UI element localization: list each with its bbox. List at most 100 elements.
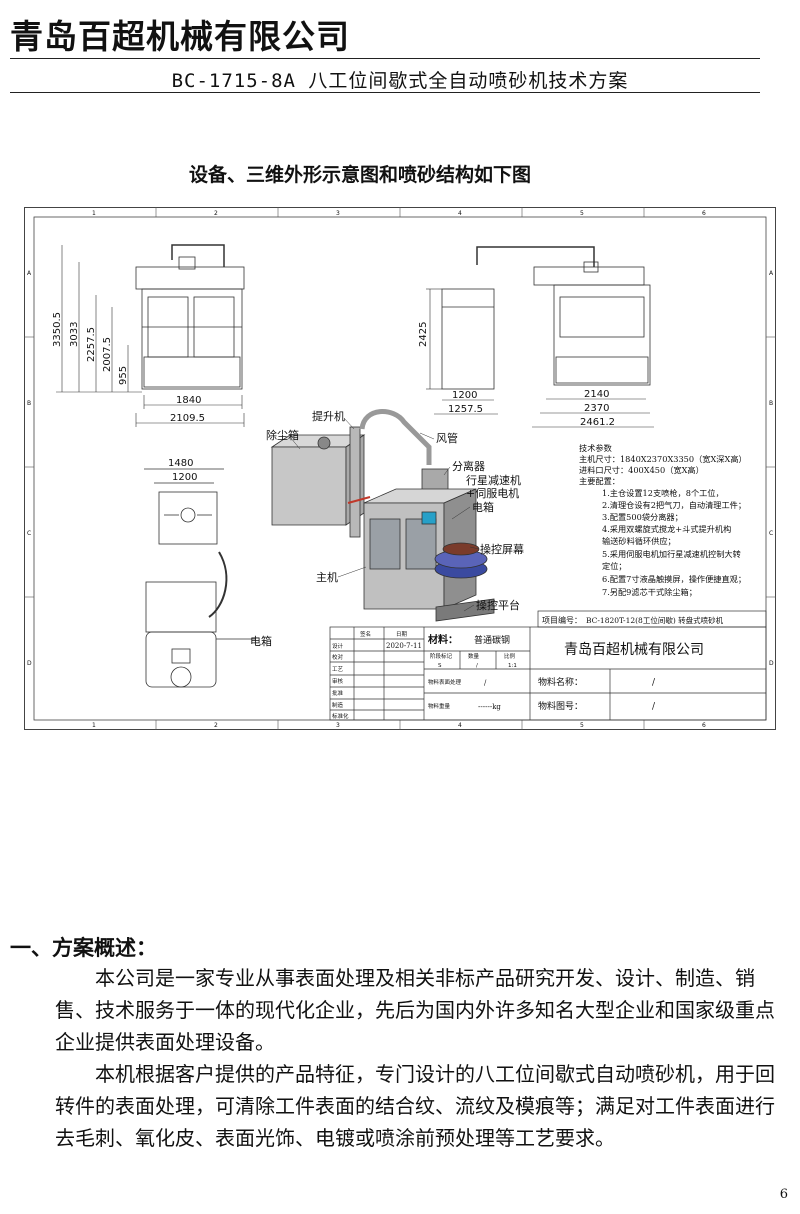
tech-line-10: 定位；: [602, 561, 627, 571]
title-block: [329, 610, 767, 721]
top-view: [144, 468, 224, 545]
tb-company: 青岛百超机械有限公司: [564, 642, 704, 658]
paragraph-machine-intro: 本机根据客户提供的产品特征，专门设计的八工位间歇式自动喷砂机，用于回转件的表面处…: [55, 1062, 775, 1150]
header-rule-top: [10, 58, 760, 59]
paragraph-company-intro: 本公司是一家专业从事表面处理及相关非标产品研究开发、设计、制造、销售、技术服务于…: [55, 966, 775, 1054]
zone-row-C-right: C: [769, 530, 773, 537]
zone-row-C: C: [27, 530, 31, 537]
dim-1257: 1257.5: [448, 404, 483, 415]
zone-ticks: [24, 207, 776, 730]
callout-leaders: [289, 417, 480, 612]
callout-electric-box: 电箱: [472, 500, 494, 514]
callout-electric-box-lower: 电箱: [250, 634, 272, 648]
tech-line-3: 主要配置：: [579, 476, 620, 486]
header-rule-bottom: [10, 92, 760, 93]
tech-line-12: 7.另配9滤芯干式除尘箱；: [602, 587, 697, 597]
tb-surface-value: /: [484, 679, 487, 687]
callout-separator: 分离器: [452, 459, 485, 473]
dim-2461: 2461.2: [580, 417, 615, 428]
tb-date: 2020-7-11: [386, 642, 422, 650]
zone-col-2: 2: [214, 210, 218, 217]
tech-line-9: 5.采用伺服电机加行星减速机控制大转: [602, 549, 741, 559]
zone-col-6-bottom: 6: [702, 722, 706, 729]
company-header: 青岛百超机械有限公司: [10, 17, 350, 56]
zone-col-3-bottom: 3: [336, 722, 340, 729]
tb-scale-value: 1:1: [508, 663, 517, 669]
zone-row-A-right: A: [769, 270, 774, 277]
dim-1840: 1840: [176, 395, 201, 406]
right-view: [476, 246, 651, 386]
tech-line-1: 主机尺寸：1840X2370X3350（宽X深X高）: [579, 454, 747, 464]
callout-reducer: 行星减速机: [466, 473, 521, 487]
dim-2140: 2140: [584, 389, 609, 400]
tb-scale-label: 比例: [504, 652, 516, 660]
dim-2425: 2425: [418, 322, 429, 347]
zone-col-4-bottom: 4: [458, 722, 462, 729]
document-title: BC-1715-8A 八工位间歇式全自动喷砂机技术方案: [171, 70, 629, 92]
tech-line-7: 4.采用双螺旋式搅龙+斗式提升机构: [602, 524, 731, 534]
tb-row-check: 校对: [332, 653, 344, 661]
tb-surface-label: 物料表面处理: [428, 678, 462, 686]
side-view: [441, 288, 495, 390]
tb-stage-value: S: [438, 663, 442, 669]
tb-drawing-value: /: [652, 702, 656, 712]
tb-drawing-label: 物料图号：: [538, 700, 583, 712]
zone-col-3: 3: [336, 210, 340, 217]
page-number: 6: [779, 1187, 788, 1202]
tb-row-process: 工艺: [332, 666, 344, 673]
dim-2109: 2109.5: [170, 413, 205, 424]
callout-elevator: 提升机: [312, 409, 345, 423]
callout-dust-box: 除尘箱: [266, 428, 299, 442]
zone-col-4: 4: [458, 210, 462, 217]
tb-name-label: 物料名称：: [538, 676, 583, 688]
dim-1200-side: 1200: [452, 390, 477, 401]
tech-line-6: 3.配置500袋分离器；: [602, 512, 683, 522]
zone-col-5: 5: [580, 210, 584, 217]
zone-col-6: 6: [702, 210, 706, 217]
callout-screen: 操控屏幕: [480, 542, 524, 556]
tb-project-label: 项目编号：: [542, 615, 582, 625]
zone-row-B-right: B: [769, 400, 773, 407]
zone-col-1-bottom: 1: [92, 722, 96, 729]
dim-2007: 2007.5: [102, 337, 113, 372]
dim-955: 955: [118, 366, 129, 385]
tb-row-make: 制造: [332, 701, 344, 709]
lower-left-view: [145, 551, 256, 688]
tech-params: 技术参数 主机尺寸：1840X2370X3350（宽X深X高） 进料口尺寸：40…: [579, 443, 747, 597]
zone-row-D-right: D: [769, 660, 774, 667]
tb-row-standard: 标准化: [332, 712, 349, 720]
engineering-drawing: 1 2 3 4 5 6 1 2 3 4 5 6 A B C D A B C D: [24, 207, 776, 730]
tb-material-label: 材料：: [428, 633, 458, 646]
tech-line-4: 1.主仓设置12支喷枪，8个工位，: [602, 488, 724, 498]
iso-view: [270, 409, 495, 622]
tech-line-11: 6.配置7寸液晶触摸屏，操作便捷直观；: [602, 574, 746, 584]
tech-title: 技术参数: [579, 443, 612, 453]
dim-2370: 2370: [584, 403, 609, 414]
zone-row-A: A: [27, 270, 32, 277]
dim-1200-top: 1200: [172, 472, 197, 483]
dim-3350: 3350.5: [52, 312, 63, 347]
tb-row-design: 设计: [332, 642, 344, 650]
tb-weight-label: 物料重量: [428, 702, 451, 710]
tb-col-sign: 签名: [360, 630, 371, 638]
tb-col-date: 日期: [396, 631, 408, 638]
tech-line-2: 进料口尺寸：400X450（宽X高）: [579, 465, 704, 475]
figure-caption: 设备、三维外形示意图和喷砂结构如下图: [188, 164, 531, 186]
tb-qty-label: 数量: [468, 652, 480, 660]
tech-line-5: 2.清理仓设有2把气刀，自动清理工件；: [602, 500, 746, 510]
dim-2257: 2257.5: [86, 327, 97, 362]
section-heading: 一、方案概述：: [10, 936, 157, 960]
zone-row-B: B: [27, 400, 31, 407]
tb-row-review: 审核: [332, 677, 344, 685]
tb-stage-label: 阶段标记: [430, 652, 453, 660]
zone-row-D: D: [27, 660, 32, 667]
tb-row-approve: 批准: [332, 689, 344, 697]
tb-project-value: BC-1820T-12(8工位间歇) 转盘式喷砂机: [586, 615, 724, 625]
callout-duct: 风管: [436, 431, 458, 445]
zone-col-1: 1: [92, 210, 96, 217]
tb-qty-value: /: [476, 663, 478, 669]
tb-weight-value: ------kg: [478, 703, 501, 711]
side-dimensions: [426, 288, 498, 415]
zone-col-5-bottom: 5: [580, 722, 584, 729]
tb-material-value: 普通碳钢: [474, 634, 510, 646]
